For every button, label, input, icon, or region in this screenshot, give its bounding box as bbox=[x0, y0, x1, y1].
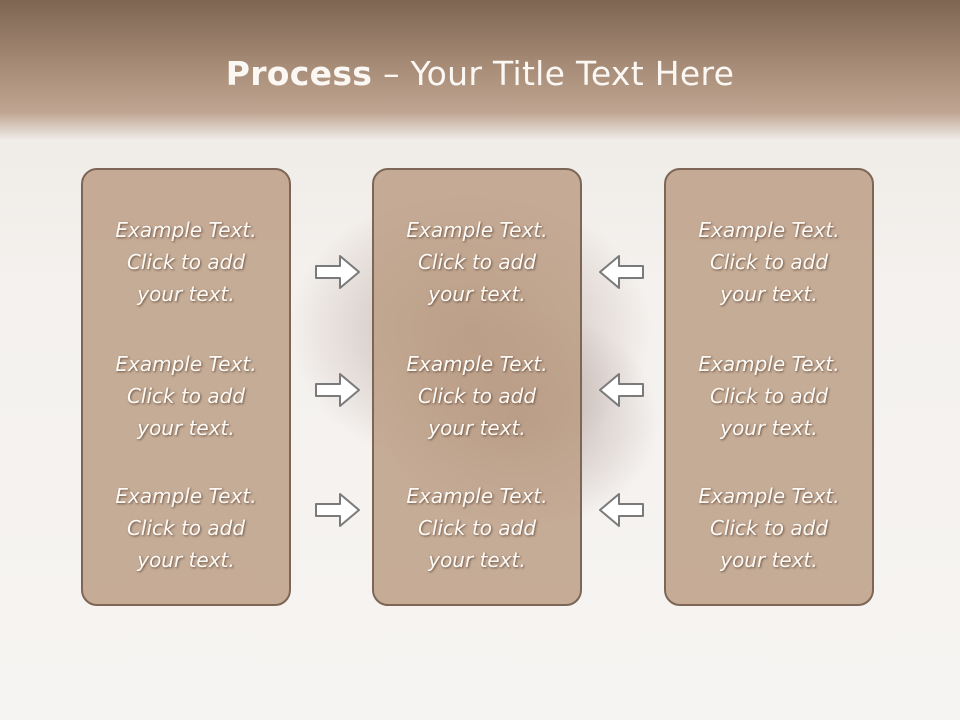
text-line: your text. bbox=[428, 416, 526, 440]
text-line: your text. bbox=[428, 282, 526, 306]
text-line: Example Text. bbox=[115, 218, 257, 242]
text-line: your text. bbox=[137, 548, 235, 572]
slide-title[interactable]: Process – Your Title Text Here bbox=[0, 54, 960, 93]
text-line: Click to add bbox=[417, 250, 537, 274]
arrow-left-icon bbox=[599, 493, 644, 527]
text-line: Click to add bbox=[709, 250, 829, 274]
text-line: Click to add bbox=[126, 250, 246, 274]
process-box-left[interactable]: Example Text. Click to add your text. Ex… bbox=[81, 168, 291, 606]
text-line: Example Text. bbox=[698, 484, 840, 508]
text-line: Example Text. bbox=[406, 352, 548, 376]
text-block[interactable]: Example Text. Click to add your text. bbox=[374, 480, 580, 576]
text-line: Example Text. bbox=[406, 218, 548, 242]
text-block[interactable]: Example Text. Click to add your text. bbox=[666, 348, 872, 444]
text-line: your text. bbox=[137, 282, 235, 306]
text-block[interactable]: Example Text. Click to add your text. bbox=[83, 348, 289, 444]
arrow-right-icon bbox=[315, 493, 360, 527]
text-line: your text. bbox=[428, 548, 526, 572]
text-line: your text. bbox=[720, 548, 818, 572]
text-line: Example Text. bbox=[115, 484, 257, 508]
text-line: Click to add bbox=[126, 384, 246, 408]
process-box-right[interactable]: Example Text. Click to add your text. Ex… bbox=[664, 168, 874, 606]
text-line: your text. bbox=[137, 416, 235, 440]
arrow-left-icon bbox=[599, 255, 644, 289]
title-bold: Process bbox=[225, 54, 373, 93]
text-line: Click to add bbox=[709, 384, 829, 408]
text-line: Example Text. bbox=[698, 218, 840, 242]
arrow-left-icon bbox=[599, 373, 644, 407]
text-block[interactable]: Example Text. Click to add your text. bbox=[374, 348, 580, 444]
text-line: Click to add bbox=[417, 516, 537, 540]
arrow-right-icon bbox=[315, 255, 360, 289]
text-line: Example Text. bbox=[115, 352, 257, 376]
text-line: Click to add bbox=[417, 384, 537, 408]
text-line: Click to add bbox=[126, 516, 246, 540]
text-line: your text. bbox=[720, 282, 818, 306]
text-line: Example Text. bbox=[698, 352, 840, 376]
arrow-right-icon bbox=[315, 373, 360, 407]
text-block[interactable]: Example Text. Click to add your text. bbox=[83, 480, 289, 576]
text-block[interactable]: Example Text. Click to add your text. bbox=[666, 214, 872, 310]
title-rest: – Your Title Text Here bbox=[372, 54, 735, 93]
text-line: your text. bbox=[720, 416, 818, 440]
text-block[interactable]: Example Text. Click to add your text. bbox=[374, 214, 580, 310]
text-line: Example Text. bbox=[406, 484, 548, 508]
title-bar bbox=[0, 0, 960, 140]
text-block[interactable]: Example Text. Click to add your text. bbox=[83, 214, 289, 310]
text-block[interactable]: Example Text. Click to add your text. bbox=[666, 480, 872, 576]
text-line: Click to add bbox=[709, 516, 829, 540]
process-box-center[interactable]: Example Text. Click to add your text. Ex… bbox=[372, 168, 582, 606]
